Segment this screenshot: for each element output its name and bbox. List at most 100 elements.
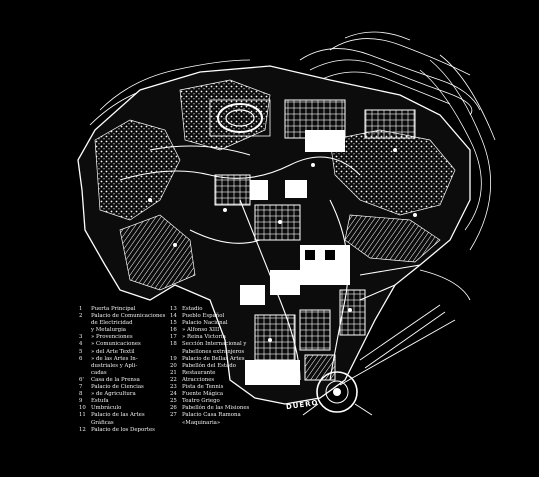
legend-label: Fuente Mágica [182,391,224,398]
legend-label: Casa de la Prensa [91,376,140,383]
legend-number: 5 [79,348,83,355]
legend-number [79,320,91,327]
legend-item: 15 Palacio Nacional [170,320,249,327]
legend-label: Palacio de las Artes [91,412,145,419]
legend-number: 3 [79,334,83,341]
legend-label: Restaurante [182,369,216,376]
legend-number [170,420,182,427]
legend-label: dustriales y Apli- [91,362,138,369]
legend-number: 19 [170,355,177,362]
lower-pavilions [245,289,366,385]
legend-number [79,363,91,370]
legend-number: 27 [170,412,177,419]
legend-label: de Electricidad [91,320,133,327]
legend-label: Sección Internacional y [182,341,247,348]
legend-item: 8 » de Agricultura [79,391,165,398]
legend-label: » de Agricultura [91,391,136,398]
legend-number: 9 [79,398,83,405]
legend-label: Gráficas [91,419,114,426]
site-markers [148,148,417,342]
legend-item: 4 » Comunicaciones [79,341,165,348]
legend-number: 17 [170,334,177,341]
legend-item: 25 Teatro Griego [170,398,249,405]
plaza-circle [302,371,373,416]
legend-label: Palacio de Ciencias [91,384,144,391]
legend-item: 2 Palacio de Comunicaciones [79,313,165,320]
legend-item: Pabellones extranjeros [170,349,249,356]
legend-number: 26 [170,405,177,412]
legend-label: Palacio de los Deportes [91,426,155,433]
legend-item: 3» Provenciones [79,334,165,341]
legend-label: » de las Artes In- [91,355,138,362]
legend-item: de Electricidad [79,320,165,327]
legend-number: 20 [170,362,177,369]
legend-item: 6 » de las Artes In- [79,356,165,363]
legend-item: 11 Palacio de las Artes [79,412,165,419]
legend-number: 24 [170,391,177,398]
legend-item: 5 » del Arte Textil [79,349,165,356]
legend-item: 20 Pabellón del Estado [170,363,249,370]
legend-number [79,370,91,377]
legend-number: 12 [79,426,86,433]
legend-label: Estadio [182,306,203,312]
legend-label: Pabellón del Estado [182,362,236,369]
legend-label: » Alfonso XIII [182,327,220,334]
legend-label: y Metalurgia [91,327,127,334]
legend-label: Pueblo Español [182,313,225,320]
legend-number: 6 [79,355,83,362]
legend-number: 6' [79,376,84,383]
legend-number: 7 [79,384,83,391]
legend-number: 10 [79,405,86,412]
legend-item: y Metalurgia [79,327,165,334]
legend-number [79,327,91,334]
legend-label: Pista de Tennis [182,384,224,391]
legend-label: » Reina Victoria [182,334,226,341]
legend-number: 21 [170,369,177,376]
legend-label: Palacio Nacional [182,320,228,327]
stadium [209,99,271,137]
park-areas [94,79,456,291]
legend-label: » Comunicaciones [91,341,141,348]
legend-item: «Maquinaria» [170,420,249,427]
legend-label: Palacio de Comunicaciones [91,313,166,320]
legend-item: 7 Palacio de Ciencias [79,384,165,391]
legend-item: 18 Sección Internacional y [170,341,249,348]
legend-item: 22 Atracciones [170,377,249,384]
legend-item: 16» Alfonso XIII [170,327,249,334]
legend-label: Umbráculo [91,405,122,412]
legend-number: 23 [170,384,177,391]
legend-label: «Maquinaria» [182,419,221,426]
legend-item: 17 » Reina Victoria [170,334,249,341]
legend-number: 13 [170,306,177,312]
pueblo-espanol [284,99,416,152]
legend-number: 22 [170,376,177,383]
legend-label: cadas [91,369,107,376]
legend-number: 25 [170,398,177,405]
legend-number [79,420,91,427]
legend-item: 10 Umbráculo [79,405,165,412]
legend-number: 2 [79,313,83,320]
central-buildings [214,174,350,305]
legend-item: 13 Estadio [170,306,249,313]
avenue [339,269,471,386]
roads [119,145,421,381]
legend-label: Atracciones [182,376,215,383]
legend-number: 8 [79,391,83,398]
legend-number: 11 [79,412,86,419]
legend-number: 1 [79,306,83,312]
legend-number: 15 [170,320,177,327]
legend-item: 21 Restaurante [170,370,249,377]
legend-label: Teatro Griego [182,398,220,405]
legend-item: 6' Casa de la Prensa [79,377,165,384]
legend-number: 18 [170,341,177,348]
legend-label: » del Arte Textil [91,348,135,355]
legend-item: Gráficas [79,420,165,427]
legend-number: 4 [79,341,83,348]
